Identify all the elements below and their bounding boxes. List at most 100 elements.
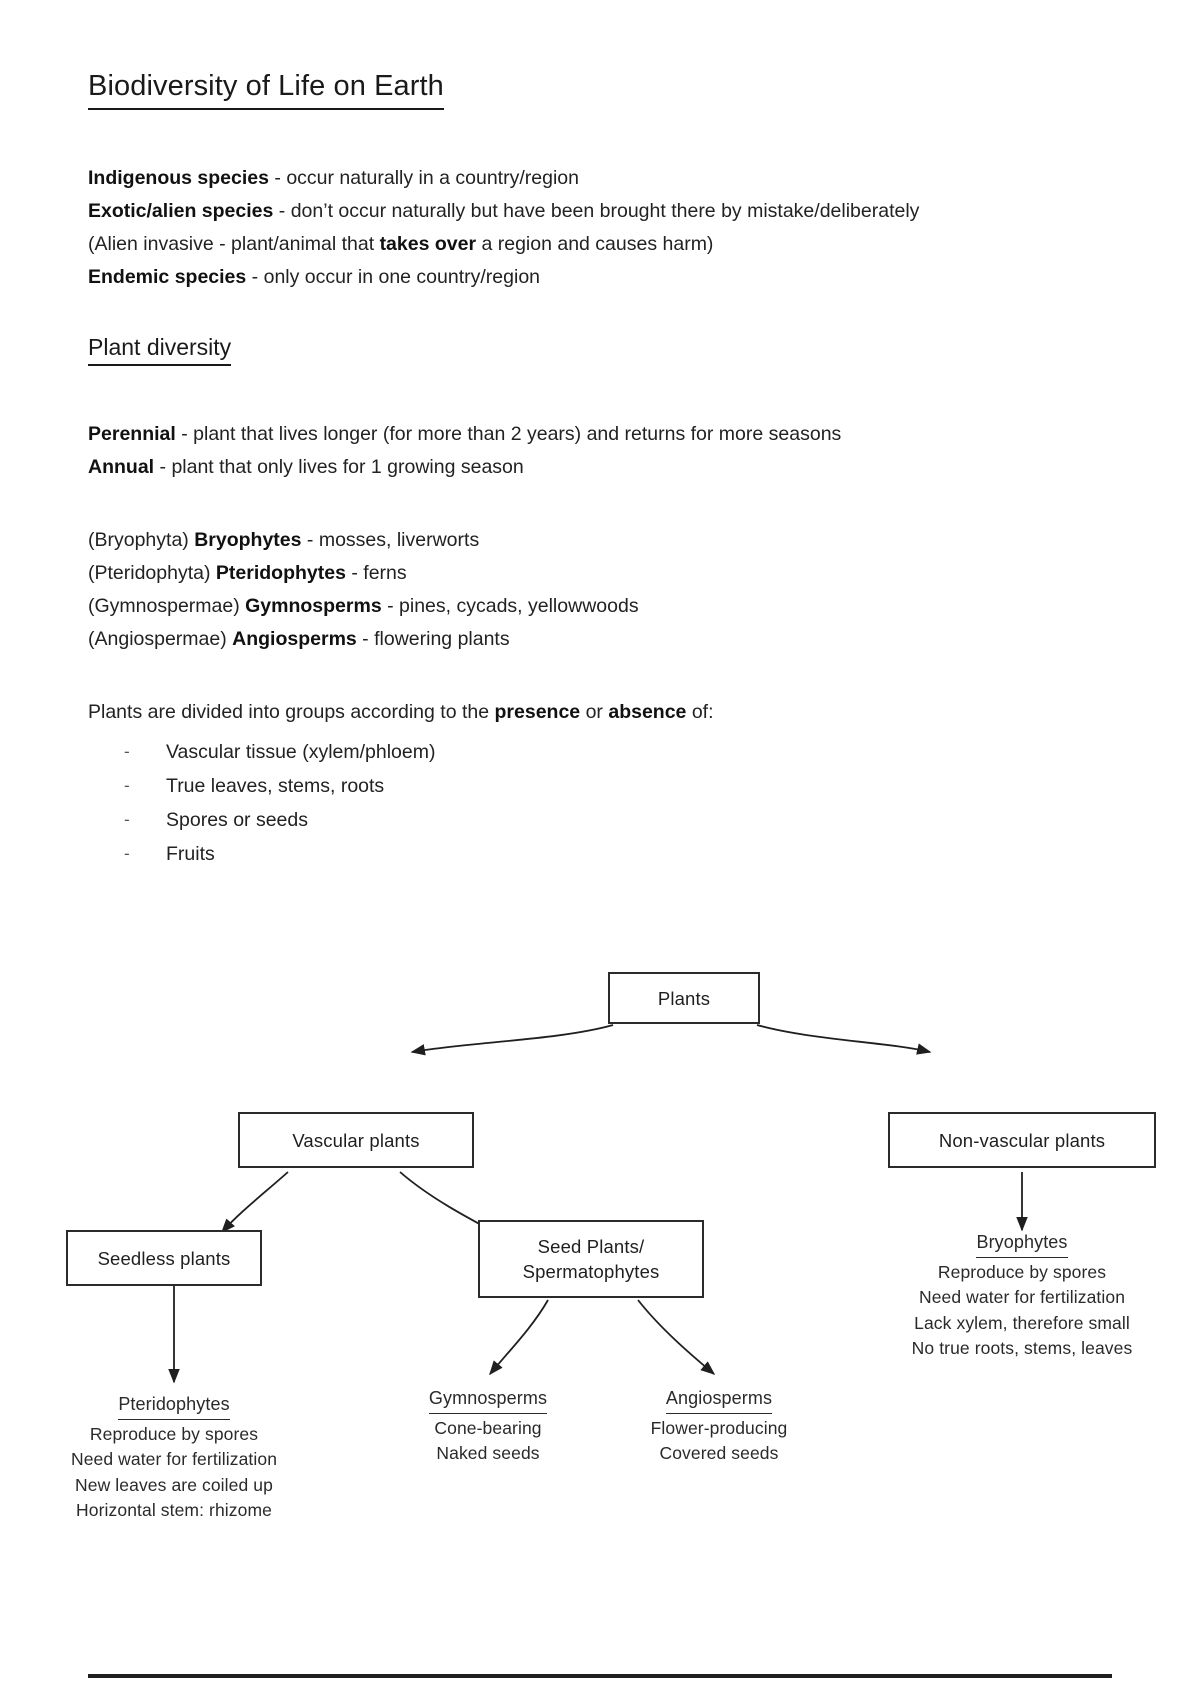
leaf-line: Naked seeds: [436, 1443, 540, 1463]
definitions-block: Indigenous species - occur naturally in …: [88, 162, 1112, 294]
plant-group-latin: (Bryophyta): [88, 528, 195, 551]
flowchart-node-label-line2: Spermatophytes: [522, 1261, 660, 1282]
flowchart-leaf-pteridophytes: Pteridophytes Reproduce by spores Need w…: [24, 1392, 324, 1524]
flowchart-node-seed-plants[interactable]: Seed Plants/ Spermatophytes: [478, 1220, 704, 1298]
life-cycle-terms-block: Perennial - plant that lives longer (for…: [88, 418, 1112, 484]
definition-term-exotic: Exotic/alien species: [88, 200, 274, 223]
flowchart-node-label-line1: Seed Plants/: [537, 1236, 645, 1257]
plant-group-pteridophytes: (Pteridophyta) Pteridophytes - ferns: [88, 557, 1112, 590]
definition-text-exotic: don’t occur naturally but have been brou…: [290, 200, 920, 223]
list-item: -Vascular tissue (xylem/phloem): [88, 735, 1112, 769]
section-heading-plant-diversity: Plant diversity: [88, 334, 232, 366]
edge-vascular-to-seedless: [221, 1171, 289, 1234]
plant-group-examples: flowering plants: [374, 627, 510, 650]
list-item: - Spores or seeds: [88, 803, 1112, 837]
definition-exotic: Exotic/alien species - don’t occur natur…: [88, 195, 1112, 228]
definition-annual: Annual - plant that only lives for 1 gro…: [88, 451, 1112, 484]
edge-seedplants-to-gymnosperms: [489, 1299, 549, 1376]
plant-group-sep: -: [345, 561, 364, 584]
leaf-line: Covered seeds: [659, 1443, 779, 1463]
plant-group-name: Pteridophytes: [215, 561, 346, 584]
spacer: [88, 110, 1112, 162]
intro-suffix: of:: [686, 700, 714, 723]
leaf-title: Bryophytes: [976, 1230, 1068, 1258]
division-criteria-list: -Vascular tissue (xylem/phloem) - True le…: [88, 735, 1112, 871]
list-item-label: Fruits: [166, 842, 215, 865]
text-annual: plant that only lives for 1 growing seas…: [171, 455, 524, 478]
flowchart-node-seedless-plants[interactable]: Seedless plants: [66, 1230, 262, 1286]
definition-text-indigenous: occur naturally in a country/region: [286, 167, 579, 190]
leaf-line: No true roots, stems, leaves: [911, 1338, 1133, 1358]
flowchart-node-non-vascular-plants[interactable]: Non-vascular plants: [888, 1112, 1156, 1168]
bullet-dash-icon: -: [124, 843, 130, 863]
division-criteria-intro: Plants are divided into groups according…: [88, 696, 1112, 729]
flowchart-node-vascular-plants[interactable]: Vascular plants: [238, 1112, 474, 1168]
intro-prefix: Plants are divided into groups according…: [88, 700, 495, 723]
list-item-label: True leaves, stems, roots: [166, 774, 385, 797]
leaf-line: Flower-producing: [650, 1417, 788, 1438]
spacer: [88, 656, 1112, 696]
plant-group-gymnosperms: (Gymnospermae) Gymnosperms - pines, cyca…: [88, 590, 1112, 623]
plant-group-latin: (Gymnospermae): [88, 594, 246, 617]
plant-groups-block: (Bryophyta) Bryophytes - mosses, liverwo…: [88, 524, 1112, 656]
list-item: - Fruits: [88, 837, 1112, 871]
plant-group-examples: mosses, liverworts: [318, 528, 480, 551]
definition-term-endemic: Endemic species: [88, 266, 247, 289]
plant-group-angiosperms: (Angiospermae) Angiosperms - flowering p…: [88, 623, 1112, 656]
term-annual: Annual: [88, 455, 155, 478]
flowchart-node-label: Non-vascular plants: [938, 1129, 1106, 1151]
flowchart-leaf-gymnosperms: Gymnosperms Cone-bearing Naked seeds: [364, 1386, 612, 1467]
leaf-title: Angiosperms: [665, 1386, 773, 1414]
definition-text-endemic: only occur in one country/region: [263, 266, 541, 289]
leaf-title: Gymnosperms: [428, 1386, 548, 1414]
bullet-dash-icon: -: [124, 741, 130, 761]
leaf-line: Need water for fertilization: [918, 1287, 1126, 1307]
intro-bold-absence: absence: [608, 700, 687, 723]
plant-group-latin: (Pteridophyta): [88, 561, 216, 584]
alien-bold: takes over: [379, 233, 477, 256]
definition-indigenous: Indigenous species - occur naturally in …: [88, 162, 1112, 195]
edge-plants-to-nonvascular: [756, 1024, 932, 1055]
flowchart-node-label: Vascular plants: [292, 1129, 420, 1151]
edge-seedplants-to-angiosperms: [637, 1299, 716, 1375]
plant-group-examples: ferns: [363, 561, 407, 584]
division-criteria-block: Plants are divided into groups according…: [88, 696, 1112, 871]
plant-group-name: Angiosperms: [232, 627, 357, 650]
plant-group-sep: -: [381, 594, 400, 617]
plant-group-sep: -: [356, 627, 375, 650]
alien-suffix: a region and causes harm): [476, 233, 714, 256]
leaf-title: Pteridophytes: [118, 1392, 230, 1420]
flowchart-node-label: Seedless plants: [97, 1247, 231, 1269]
term-perennial: Perennial: [88, 422, 176, 445]
bullet-dash-icon: -: [124, 775, 130, 795]
leaf-line: Cone-bearing: [434, 1417, 542, 1438]
definition-sep: -: [268, 167, 287, 190]
edge-plants-to-vascular: [410, 1024, 614, 1056]
definition-term-indigenous: Indigenous species: [88, 167, 269, 190]
alien-prefix: (Alien invasive - plant/animal that: [88, 233, 380, 256]
term-sep: -: [175, 422, 194, 445]
definition-sep: -: [246, 266, 264, 289]
flowchart-node-label: Plants: [657, 987, 711, 1009]
leaf-line: New leaves are coiled up: [75, 1474, 273, 1495]
leaf-line: Reproduce by spores: [89, 1423, 259, 1444]
flowchart-node-plants[interactable]: Plants: [608, 972, 760, 1024]
definition-perennial: Perennial - plant that lives longer (for…: [88, 418, 1112, 451]
plant-group-sep: -: [301, 528, 319, 551]
plant-classification-flowchart: Plants Vascular plants Non-vascular plan…: [0, 930, 1200, 1550]
flowchart-leaf-angiosperms: Angiosperms Flower-producing Covered see…: [594, 1386, 844, 1467]
document-text-column: Biodiversity of Life on Earth Indigenous…: [88, 70, 1112, 871]
intro-middle: or: [580, 700, 609, 723]
plant-group-latin: (Angiospermae): [88, 627, 233, 650]
spacer: [88, 366, 1112, 418]
spacer: [88, 484, 1112, 524]
spacer: [88, 294, 1112, 334]
plant-group-name: Bryophytes: [194, 528, 302, 551]
list-item-label: Spores or seeds: [166, 808, 308, 831]
list-item: - True leaves, stems, roots: [88, 769, 1112, 803]
leaf-line: Reproduce by spores: [937, 1261, 1107, 1282]
bullet-dash-icon: -: [124, 809, 130, 829]
plant-group-examples: pines, cycads, yellowwoods: [399, 594, 639, 617]
definition-endemic: Endemic species - only occur in one coun…: [88, 261, 1112, 294]
page-title: Biodiversity of Life on Earth: [88, 70, 444, 111]
